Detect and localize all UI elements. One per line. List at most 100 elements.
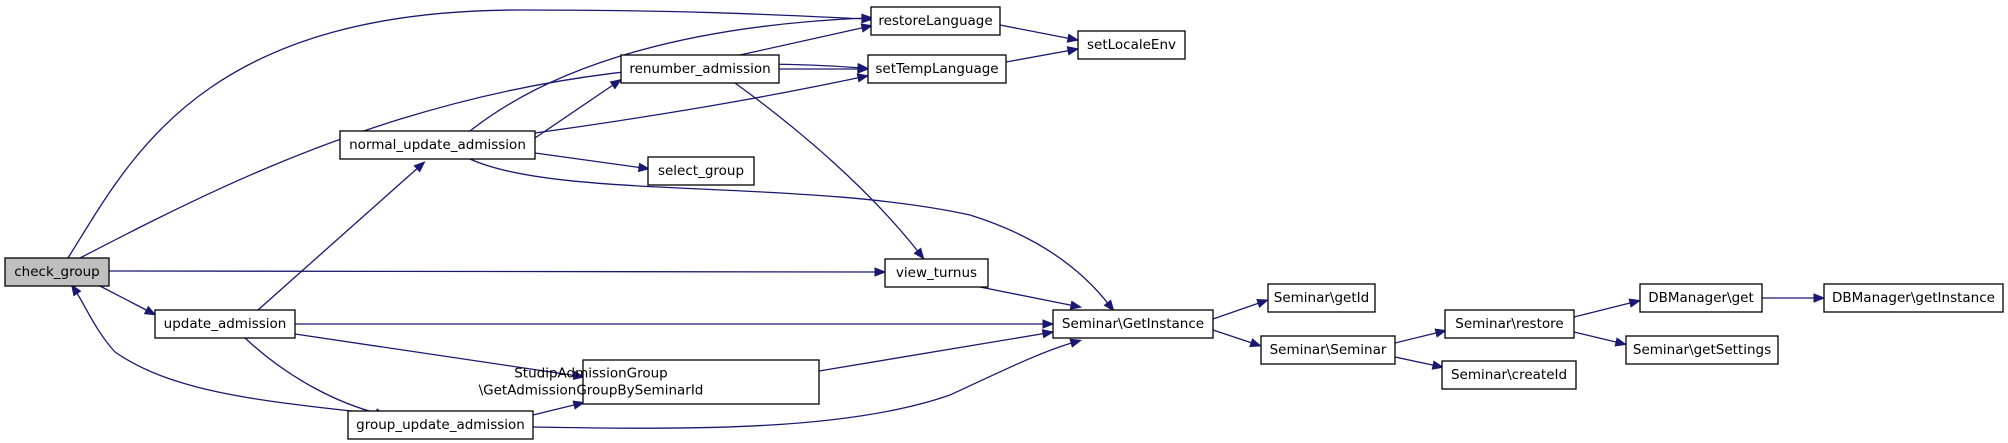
edge-line <box>534 76 863 134</box>
edge-seminar_getinstance-to-seminar_getid <box>1212 298 1269 320</box>
edge-arrowhead <box>1069 338 1083 348</box>
node-setLocaleEnv[interactable]: setLocaleEnv <box>1077 30 1186 60</box>
edge-arrowhead <box>572 370 586 381</box>
node-label: setTempLanguage <box>875 61 998 77</box>
edge-line <box>67 9 867 259</box>
node-label: view_turnus <box>896 265 977 281</box>
edge-line <box>469 17 867 132</box>
edge-group_update_admission-to-check_group <box>70 283 361 413</box>
edge-arrowhead <box>860 23 874 33</box>
edge-studip_admission_group-to-seminar_getinstance <box>818 329 1055 372</box>
edge-group_update_admission-to-studip_admission_group <box>532 400 586 416</box>
node-check-group[interactable]: check_group <box>4 257 110 287</box>
node-label: \GetAdmissionGroupBySeminarId <box>479 383 704 399</box>
edge-arrowhead <box>1069 300 1083 310</box>
edge-arrowhead <box>857 64 870 74</box>
node-label: renumber_admission <box>629 61 770 77</box>
edge-update_admission-to-normal_update_admission <box>257 161 426 311</box>
node-box <box>1625 335 1779 365</box>
node-box <box>647 156 755 186</box>
node-box <box>1823 283 2004 313</box>
edge-seminar_seminar-to-seminar_createid <box>1394 356 1445 370</box>
node-group-update-admission[interactable]: group_update_admission <box>347 410 534 440</box>
nodes-layer: check_group update_admission normal_update… <box>4 6 2004 440</box>
node-box <box>620 54 780 84</box>
edge-arrowhead <box>1041 329 1055 339</box>
node-label: Seminar\createId <box>1451 367 1567 383</box>
edge-line <box>818 332 1048 372</box>
node-seminar-getinstance[interactable]: Seminar\GetInstance <box>1052 309 1214 339</box>
node-label: update_admission <box>164 316 287 332</box>
edge-arrowhead <box>572 400 586 410</box>
node-label: check_group <box>14 264 99 280</box>
node-seminar-getsettings[interactable]: Seminar\getSettings <box>1625 335 1779 365</box>
edge-renumber_admission-to-setTempLanguage <box>779 64 870 74</box>
node-label: DBManager\getInstance <box>1832 290 1995 306</box>
node-box <box>1444 309 1575 339</box>
edge-line <box>108 270 880 273</box>
node-restoreLanguage[interactable]: restoreLanguage <box>870 6 1001 36</box>
node-studip-admission-group[interactable]: StudipAdmissionGroup\GetAdmissionGroupBy… <box>479 359 820 405</box>
edge-group_update_admission-to-seminar_getinstance <box>532 338 1083 429</box>
edge-setTempLanguage-to-setLocaleEnv <box>1005 46 1080 63</box>
edge-arrowhead <box>1434 328 1448 338</box>
node-seminar-createid[interactable]: Seminar\createId <box>1441 360 1577 390</box>
node-seminar-seminar[interactable]: Seminar\Seminar <box>1260 335 1396 365</box>
edge-line <box>469 158 1111 307</box>
edge-line <box>534 152 644 169</box>
node-label: DBManager\get <box>1648 290 1754 306</box>
edge-update_admission-to-studip_admission_group <box>294 333 586 381</box>
edge-update_admission-to-group_update_admission <box>244 337 388 418</box>
edge-arrowhead <box>861 13 874 23</box>
node-box <box>870 6 1001 36</box>
node-dbmanager-getinstance[interactable]: DBManager\getInstance <box>1823 283 2004 313</box>
edge-line <box>1212 301 1263 320</box>
edge-arrowhead <box>1103 299 1115 312</box>
edge-renumber_admission-to-view_turnus <box>734 82 925 260</box>
edge-update_admission-to-seminar_getinstance <box>295 319 1055 329</box>
node-seminar-restore[interactable]: Seminar\restore <box>1444 309 1575 339</box>
edge-line <box>244 337 381 415</box>
node-label: setLocaleEnv <box>1087 37 1176 53</box>
node-renumber-admission[interactable]: renumber_admission <box>620 54 780 84</box>
node-label: Seminar\getSettings <box>1633 342 1771 358</box>
node-box <box>867 54 1007 84</box>
node-view-turnus[interactable]: view_turnus <box>884 258 989 288</box>
node-seminar-getid[interactable]: Seminar\getId <box>1267 283 1376 313</box>
edge-seminar_seminar-to-seminar_restore <box>1394 328 1448 344</box>
node-box <box>1441 360 1577 390</box>
node-update-admission[interactable]: update_admission <box>154 309 296 339</box>
edge-arrowhead <box>1614 337 1628 347</box>
node-label: normal_update_admission <box>349 137 526 153</box>
edge-line <box>999 24 1073 40</box>
edge-normal_update_admission-to-renumber_admission <box>534 78 623 139</box>
edge-arrowhead <box>1431 360 1445 370</box>
node-select-group[interactable]: select_group <box>647 156 755 186</box>
edge-line <box>74 289 361 413</box>
edge-check_group-to-view_turnus <box>108 267 887 277</box>
node-label: StudipAdmissionGroup <box>514 366 668 382</box>
node-dbmanager-get[interactable]: DBManager\get <box>1639 283 1763 313</box>
edge-normal_update_admission-to-seminar_getinstance <box>469 158 1115 312</box>
edge-line <box>532 403 579 416</box>
edge-line <box>257 165 421 311</box>
edge-arrowhead <box>609 78 623 90</box>
edge-dbmanager_get-to-dbmanager_getinstance <box>1762 293 1826 303</box>
edge-arrowhead <box>1813 293 1826 303</box>
edge-arrowhead <box>1628 298 1642 308</box>
edge-arrowhead <box>637 162 651 173</box>
edge-arrowhead <box>1249 338 1262 348</box>
node-box <box>154 309 296 339</box>
node-normal-update-admission[interactable]: normal_update_admission <box>339 130 536 160</box>
node-box <box>1267 283 1376 313</box>
node-label: Seminar\GetInstance <box>1062 316 1204 332</box>
node-label: select_group <box>658 163 744 179</box>
edge-arrowhead <box>874 267 887 277</box>
edge-arrowhead <box>1042 319 1055 329</box>
edge-line <box>534 82 617 139</box>
node-box <box>4 257 110 287</box>
node-setTempLanguage[interactable]: setTempLanguage <box>867 54 1007 84</box>
node-box <box>1052 309 1214 339</box>
edge-line <box>99 285 151 313</box>
